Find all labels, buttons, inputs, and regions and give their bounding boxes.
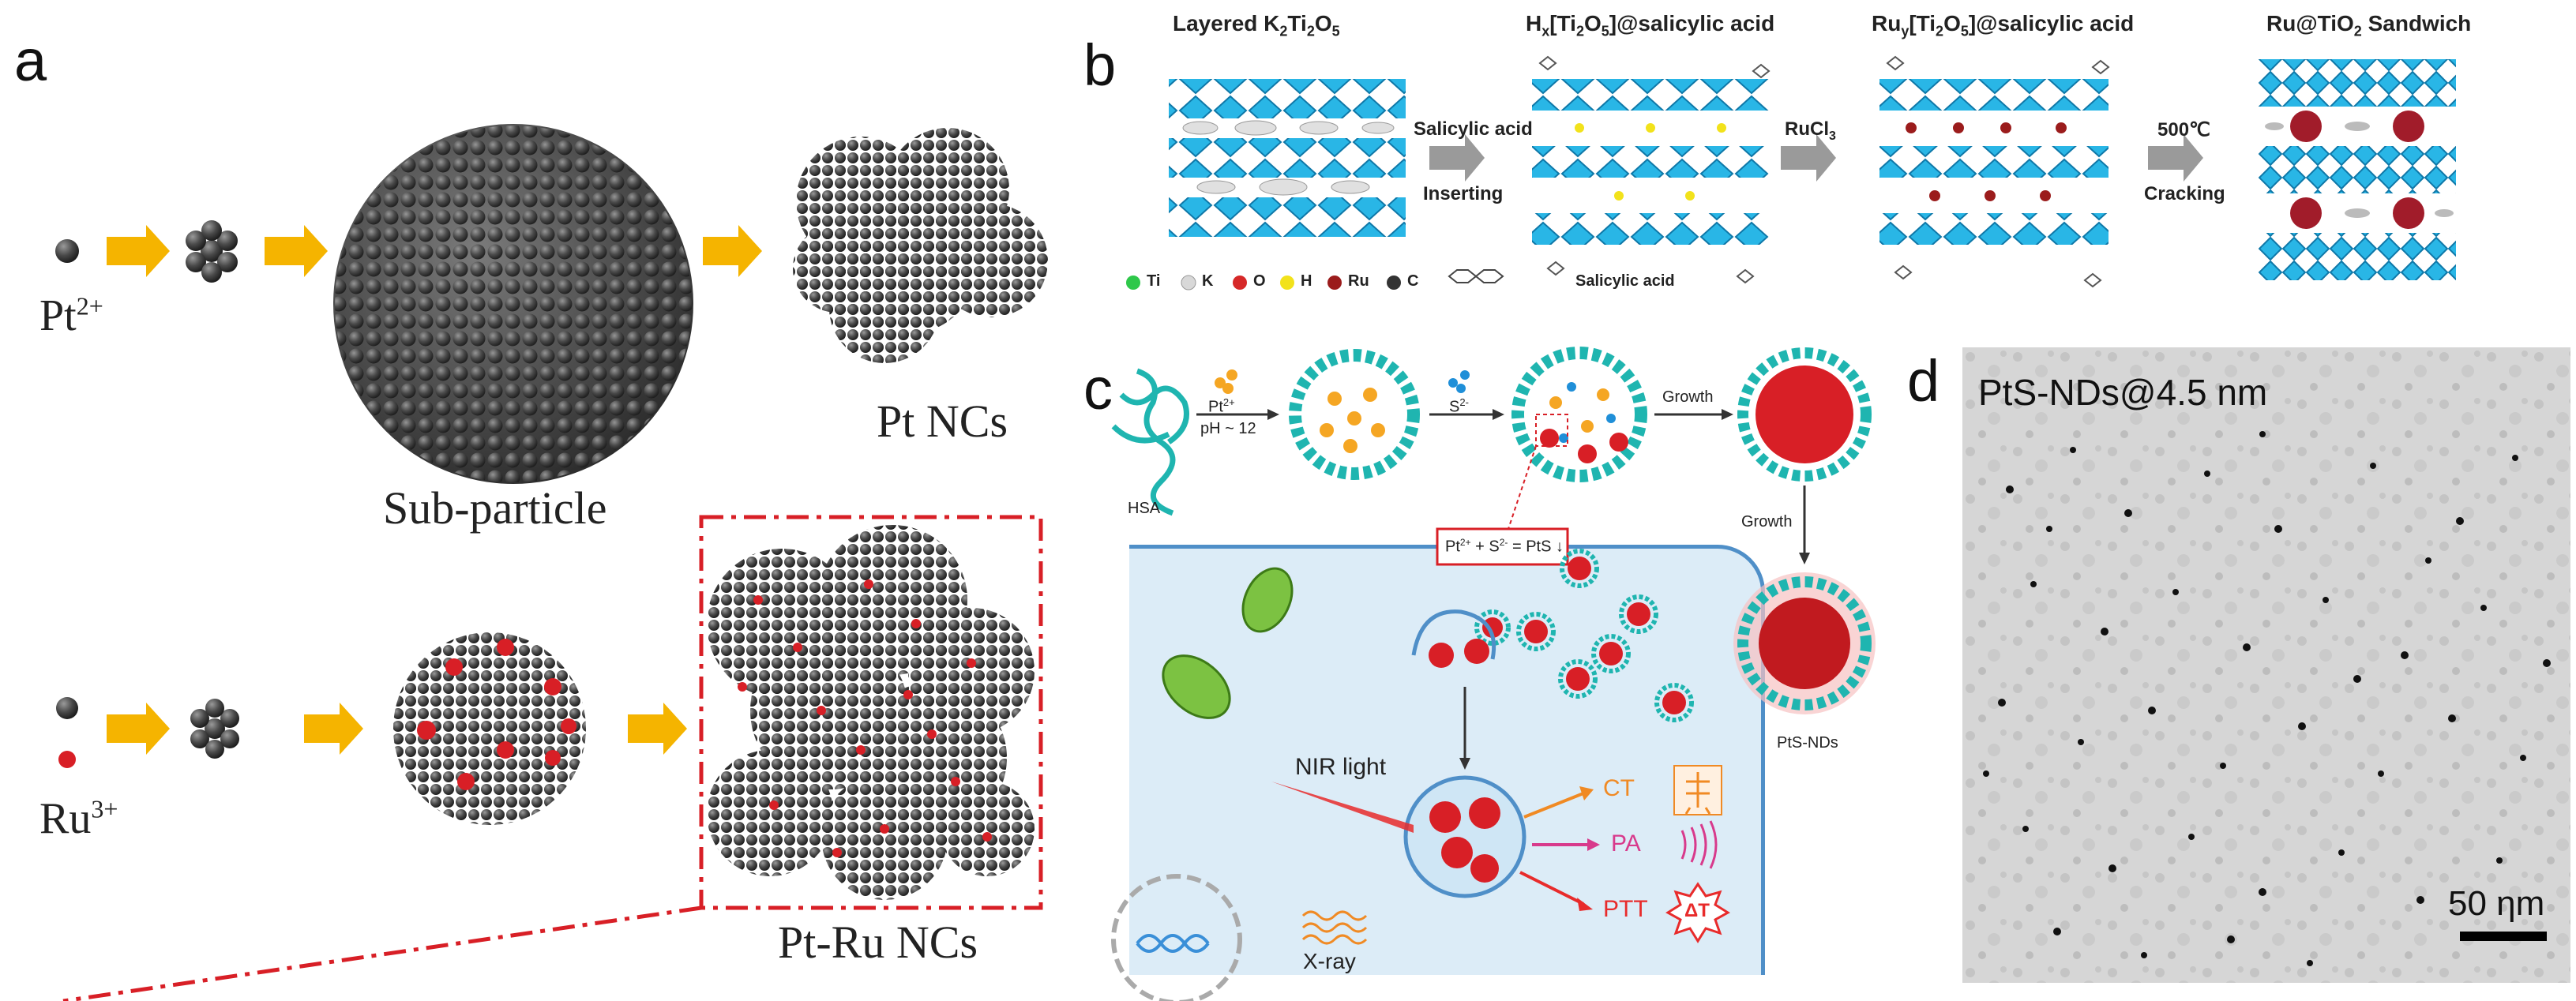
- arrow2-label: RuCl3: [1785, 118, 1836, 144]
- xray-waves: [1303, 912, 1366, 943]
- nir-beam: [1271, 782, 1414, 833]
- pts-nds-particle: [1733, 572, 1876, 714]
- ptru-ncs-cluster: [707, 525, 1035, 900]
- pts-nds-label: PtS-NDs: [1777, 734, 1838, 752]
- arrow3-top-label: 500℃: [2157, 118, 2210, 141]
- ruy-salicylic-structure: [1879, 57, 2108, 287]
- pt-atom: [56, 697, 78, 719]
- pt-cluster: [186, 220, 238, 283]
- hsa-pts-complex: [1508, 353, 1641, 529]
- legend-salicylic: Salicylic acid: [1575, 272, 1675, 291]
- ptru-sub-particle: [393, 632, 586, 825]
- sound-wave-icon: [1682, 821, 1716, 868]
- mitochondria: [1151, 560, 1301, 730]
- hsa-pt-complex: [1295, 355, 1414, 474]
- scale-bar-label: 50 ηm: [2448, 884, 2544, 924]
- layered-k2ti2o5-structure: [1169, 79, 1406, 237]
- delta-t-label: ΔT: [1684, 900, 1710, 922]
- yellow-arrow: [265, 225, 328, 277]
- pt-ncs-cluster: [793, 128, 1048, 363]
- endosome: [1406, 778, 1524, 896]
- hsa-protein: [1113, 371, 1187, 513]
- element-legend: [1126, 270, 1503, 290]
- reaction-label: Pt2+ + S2- = PtS ↓: [1445, 537, 1564, 557]
- legend-ru: Ru: [1348, 272, 1369, 291]
- panel-a: a: [0, 0, 1050, 1001]
- gray-arrow: [2148, 134, 2203, 182]
- legend-c: C: [1407, 272, 1418, 291]
- endocytosis: [1414, 612, 1494, 668]
- yellow-arrow: [107, 703, 170, 755]
- arrow1-top-label: Salicylic acid: [1414, 118, 1533, 141]
- arrow1-bottom-label: Inserting: [1423, 183, 1503, 205]
- growth-label-2: Growth: [1741, 513, 1792, 531]
- pt-cluster: [190, 699, 239, 759]
- pt-ncs-label: Pt NCs: [877, 395, 1008, 448]
- pt-atom: [55, 239, 79, 263]
- nir-label: NIR light: [1295, 754, 1386, 781]
- tem-caption: PtS-NDs@4.5 nm: [1978, 371, 2267, 414]
- legend-o: O: [1253, 272, 1266, 291]
- sub-particle-label: Sub-particle: [383, 482, 606, 534]
- nucleus: [1113, 876, 1240, 1001]
- inset-leader-line: [63, 908, 701, 1001]
- panel-b-graphic: [1074, 0, 2574, 332]
- panel-c: c: [1066, 339, 1958, 1001]
- ptt-label: PTT: [1603, 896, 1648, 923]
- hx-salicylic-structure: [1532, 57, 1769, 283]
- scale-bar: [2460, 932, 2547, 941]
- panel-b: b Layered K2Ti2O5 Hx[Ti2O5]@salicylic ac…: [1074, 0, 2574, 332]
- ru-atom: [58, 751, 76, 768]
- pts-core-particle: [1743, 353, 1866, 476]
- legend-h: H: [1301, 272, 1312, 291]
- arrow3-bottom-label: Cracking: [2144, 183, 2225, 205]
- ptru-ncs-label: Pt-Ru NCs: [778, 916, 978, 969]
- pa-label: PA: [1611, 830, 1641, 857]
- legend-k: K: [1202, 272, 1213, 291]
- yellow-arrow: [703, 225, 762, 277]
- yellow-arrow: [107, 225, 170, 277]
- pt-ion-label: Pt2+: [39, 291, 103, 341]
- tem-image: PtS-NDs@4.5 nm 50 ηm: [1962, 347, 2570, 983]
- ru-tio2-sandwich-structure: [2259, 59, 2456, 280]
- panel-d-letter: d: [1907, 347, 1940, 414]
- floating-nanoparticles: [1477, 551, 1692, 720]
- ct-label: CT: [1603, 775, 1635, 802]
- xray-label: X-ray: [1303, 949, 1356, 974]
- pt-ion-label: Pt2+: [1208, 396, 1235, 417]
- legend-ti: Ti: [1147, 272, 1160, 291]
- yellow-arrow: [304, 703, 363, 755]
- s-ion-label: S2-: [1449, 396, 1469, 417]
- ru-ion-label: Ru3+: [39, 793, 118, 844]
- ph-label: pH ~ 12: [1200, 420, 1256, 438]
- sub-particle-large: [333, 124, 693, 484]
- yellow-arrow: [628, 703, 687, 755]
- growth-label-1: Growth: [1662, 388, 1713, 407]
- panel-c-graphic: [1066, 339, 1958, 1001]
- hsa-label: HSA: [1128, 500, 1160, 518]
- gray-arrow: [1429, 134, 1485, 182]
